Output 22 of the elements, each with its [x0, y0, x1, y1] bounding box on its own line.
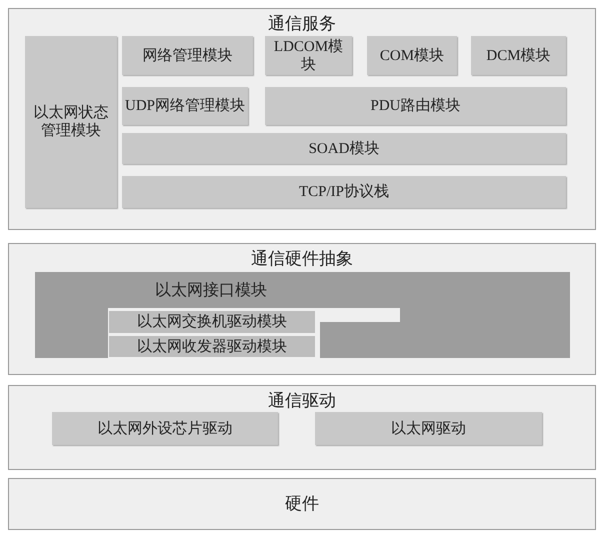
- layer-title: 硬件: [285, 493, 319, 515]
- module-box: 以太网收发器驱动模块: [109, 336, 315, 357]
- module-box: SOAD模块: [122, 133, 566, 164]
- module-box: PDU路由模块: [265, 87, 566, 125]
- module-box: DCM模块: [471, 36, 566, 75]
- module-box: 以太网状态管理模块: [25, 36, 117, 208]
- module-box: LDCOM模块: [265, 36, 352, 75]
- layer-title: 通信服务: [268, 13, 336, 35]
- module-box: 以太网外设芯片驱动: [52, 412, 278, 445]
- module-box: 网络管理模块: [122, 36, 253, 75]
- module-box: 以太网交换机驱动模块: [109, 311, 315, 333]
- module-box: COM模块: [367, 36, 457, 75]
- module-box: 以太网驱动: [315, 412, 542, 445]
- layer-panel: [8, 8, 596, 230]
- layer-title: 通信驱动: [268, 390, 336, 412]
- layer-panel: [8, 243, 596, 375]
- module-box: TCP/IP协议栈: [122, 176, 566, 208]
- layer-panel: [8, 478, 596, 530]
- module-label: 以太网接口模块: [155, 280, 267, 301]
- layer-title: 通信硬件抽象: [251, 248, 353, 270]
- layer-panel: [8, 385, 596, 470]
- module-box: UDP网络管理模块: [122, 87, 248, 125]
